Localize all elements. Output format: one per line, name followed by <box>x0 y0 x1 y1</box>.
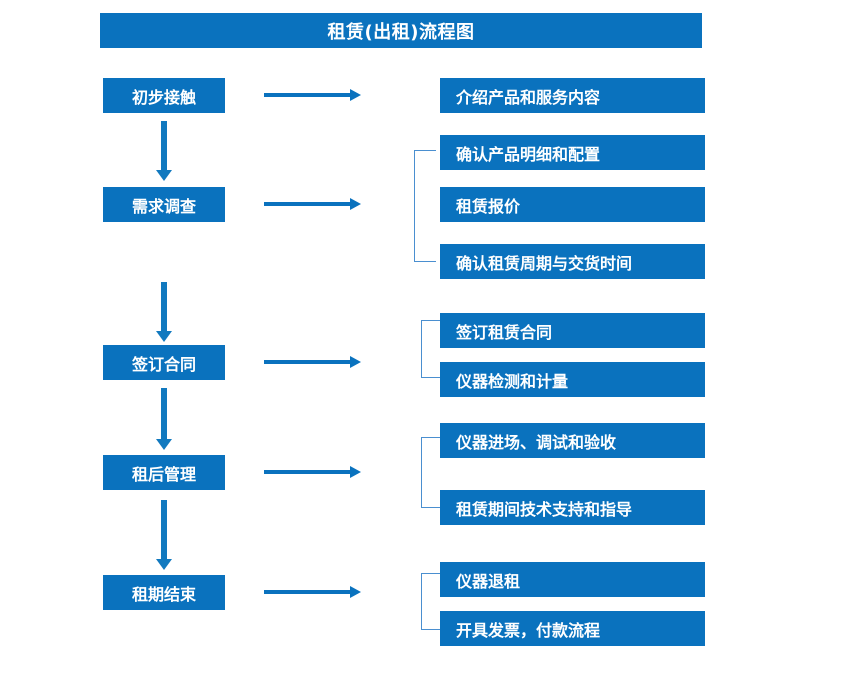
arrow-shaft <box>264 470 352 474</box>
page-title: 租赁(出租)流程图 <box>100 13 702 48</box>
horizontal-arrow-5 <box>264 586 361 598</box>
stage-box-2[interactable]: 需求调查 <box>103 187 225 222</box>
detail-box-2[interactable]: 确认产品明细和配置 <box>440 135 705 170</box>
group-bracket-5 <box>421 573 443 630</box>
detail-box-7[interactable]: 仪器进场、调试和验收 <box>440 423 705 458</box>
vertical-arrow-1 <box>156 121 172 181</box>
group-bracket-3 <box>421 320 443 378</box>
arrow-head <box>350 586 361 598</box>
stage-box-1[interactable]: 初步接触 <box>103 78 225 113</box>
detail-box-10[interactable]: 开具发票，付款流程 <box>440 611 705 646</box>
arrow-head <box>350 198 361 210</box>
detail-box-4[interactable]: 确认租赁周期与交货时间 <box>440 244 705 279</box>
arrow-head <box>156 559 172 570</box>
group-bracket-4 <box>421 437 443 508</box>
detail-box-5[interactable]: 签订租赁合同 <box>440 313 705 348</box>
arrow-head <box>156 439 172 450</box>
horizontal-arrow-2 <box>264 198 361 210</box>
detail-box-8[interactable]: 租赁期间技术支持和指导 <box>440 490 705 525</box>
group-bracket-2 <box>414 150 436 262</box>
detail-box-6[interactable]: 仪器检测和计量 <box>440 362 705 397</box>
stage-box-4[interactable]: 租后管理 <box>103 455 225 490</box>
arrow-shaft <box>161 500 167 559</box>
detail-box-9[interactable]: 仪器退租 <box>440 562 705 597</box>
horizontal-arrow-1 <box>264 89 361 101</box>
detail-box-1[interactable]: 介绍产品和服务内容 <box>440 78 705 113</box>
arrow-shaft <box>264 202 352 206</box>
stage-box-5[interactable]: 租期结束 <box>103 575 225 610</box>
arrow-shaft <box>264 360 352 364</box>
horizontal-arrow-3 <box>264 356 361 368</box>
arrow-head <box>350 89 361 101</box>
arrow-shaft <box>161 121 167 170</box>
vertical-arrow-4 <box>156 500 172 570</box>
vertical-arrow-3 <box>156 388 172 450</box>
arrow-shaft <box>264 93 352 97</box>
arrow-head <box>156 331 172 342</box>
horizontal-arrow-4 <box>264 466 361 478</box>
arrow-head <box>156 170 172 181</box>
arrow-shaft <box>264 590 352 594</box>
stage-box-3[interactable]: 签订合同 <box>103 345 225 380</box>
detail-box-3[interactable]: 租赁报价 <box>440 187 705 222</box>
arrow-head <box>350 466 361 478</box>
vertical-arrow-2 <box>156 282 172 342</box>
arrow-shaft <box>161 282 167 331</box>
arrow-shaft <box>161 388 167 439</box>
arrow-head <box>350 356 361 368</box>
